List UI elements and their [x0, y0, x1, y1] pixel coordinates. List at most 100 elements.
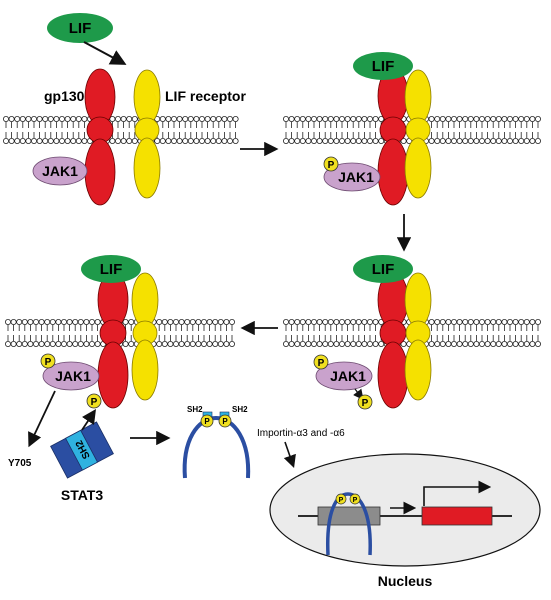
lipid-unit	[115, 116, 121, 145]
lipid-unit	[439, 116, 446, 145]
lipid-unit	[338, 116, 346, 145]
sh2-label: SH2	[232, 405, 248, 414]
lipid-unit	[200, 318, 208, 348]
lipid-unit	[198, 116, 206, 145]
lipid-unit	[204, 116, 211, 145]
lipid-unit	[366, 318, 374, 348]
lipid-unit	[462, 318, 469, 348]
lipid-unit	[223, 318, 230, 348]
target-gene	[421, 506, 493, 526]
lipid-unit	[195, 318, 202, 348]
lipid-unit	[33, 318, 39, 348]
lipid-unit	[338, 318, 346, 348]
jak1-kinase	[315, 361, 373, 391]
lipid-unit	[518, 318, 525, 348]
cell-membranes	[3, 116, 541, 348]
lipid-unit	[64, 116, 71, 145]
lipid-unit	[184, 318, 191, 348]
lipid-unit	[5, 318, 12, 348]
lipid-unit	[439, 318, 446, 348]
import-arrow	[283, 441, 296, 469]
importin-label: Importin-α3 and -α6	[257, 428, 345, 439]
jak1-kinase	[32, 156, 88, 186]
lipid-unit	[72, 318, 79, 348]
lipid-unit	[473, 116, 480, 145]
lipid-unit	[467, 318, 474, 348]
lipid-unit	[484, 116, 491, 145]
lipid-unit	[49, 318, 56, 348]
lipid-unit	[372, 116, 379, 145]
lif-receptor-label: LIF receptor	[165, 88, 246, 104]
lipid-unit	[350, 318, 357, 348]
lipid-unit	[529, 318, 536, 348]
lipid-unit	[176, 116, 183, 145]
lipid-unit	[467, 116, 474, 145]
y705-label: Y705	[8, 458, 32, 469]
lif-receptor	[404, 69, 432, 199]
phosphate-badge	[218, 414, 232, 428]
lipid-unit	[187, 116, 194, 145]
lipid-unit	[288, 318, 295, 348]
jak1-label: JAK1	[42, 163, 78, 179]
gp130-receptor	[84, 68, 116, 206]
phosphorylate-arrow	[81, 409, 96, 431]
lipid-unit	[89, 318, 95, 348]
lipid-unit	[120, 116, 127, 145]
sh2-label: SH2	[187, 405, 203, 414]
lipid-unit	[14, 116, 21, 145]
lif-ligand	[47, 13, 113, 43]
lipid-unit	[327, 116, 334, 145]
lipid-unit	[21, 318, 28, 348]
lipid-unit	[215, 116, 222, 145]
lipid-unit	[170, 116, 178, 145]
lipid-unit	[523, 318, 530, 348]
lipid-unit	[217, 318, 224, 348]
phosphate-badge	[40, 353, 56, 369]
jak1-label: JAK1	[338, 169, 374, 185]
lipid-unit	[355, 318, 362, 348]
jak1-label: JAK1	[55, 368, 91, 384]
lipid-unit	[523, 116, 530, 145]
phosphate-label: P	[45, 357, 52, 368]
lipid-unit	[66, 318, 73, 348]
panel-stat3-recruitment: LIF JAK1 P P SH2 Y705 STAT3	[8, 255, 159, 503]
lipid-unit	[355, 116, 362, 145]
lipid-unit	[294, 318, 301, 348]
lif-ligand	[353, 52, 413, 80]
lipid-unit	[445, 318, 452, 348]
lipid-unit	[206, 318, 213, 348]
panel-jak1-activation: LIF JAK1 P P	[313, 255, 432, 410]
lif-label: LIF	[372, 261, 395, 278]
lipid-unit	[8, 116, 15, 145]
phosphate-badge	[357, 394, 373, 410]
lipid-unit	[59, 116, 65, 145]
stat3-label: STAT3	[61, 487, 103, 503]
lipid-unit	[165, 116, 172, 145]
lipid-unit	[501, 318, 508, 348]
phosphate-label: P	[362, 398, 369, 409]
phosphate-badge	[323, 156, 339, 172]
lipid-unit	[38, 318, 45, 348]
lipid-unit	[529, 116, 536, 145]
lipid-unit	[506, 318, 513, 348]
lipid-unit	[305, 318, 312, 348]
lipid-unit	[282, 116, 290, 145]
jak1-kinase	[42, 361, 100, 391]
phosphate-badge	[335, 493, 347, 505]
lipid-unit	[47, 116, 54, 145]
lipid-unit	[42, 116, 49, 145]
lif-receptor	[133, 69, 161, 199]
lipid-unit	[232, 116, 239, 145]
lipid-unit	[490, 116, 497, 145]
lipid-unit	[294, 116, 301, 145]
lif-receptor	[131, 272, 159, 401]
nucleus-label: Nucleus	[378, 573, 433, 589]
promoter-element	[317, 506, 381, 526]
lipid-unit	[161, 318, 168, 348]
lipid-unit	[10, 318, 17, 348]
lipid-unit	[333, 116, 340, 145]
lipid-unit	[445, 116, 452, 145]
lipid-unit	[193, 116, 200, 145]
panel-unbound: LIF gp130 LIF receptor JAK1	[32, 13, 246, 206]
